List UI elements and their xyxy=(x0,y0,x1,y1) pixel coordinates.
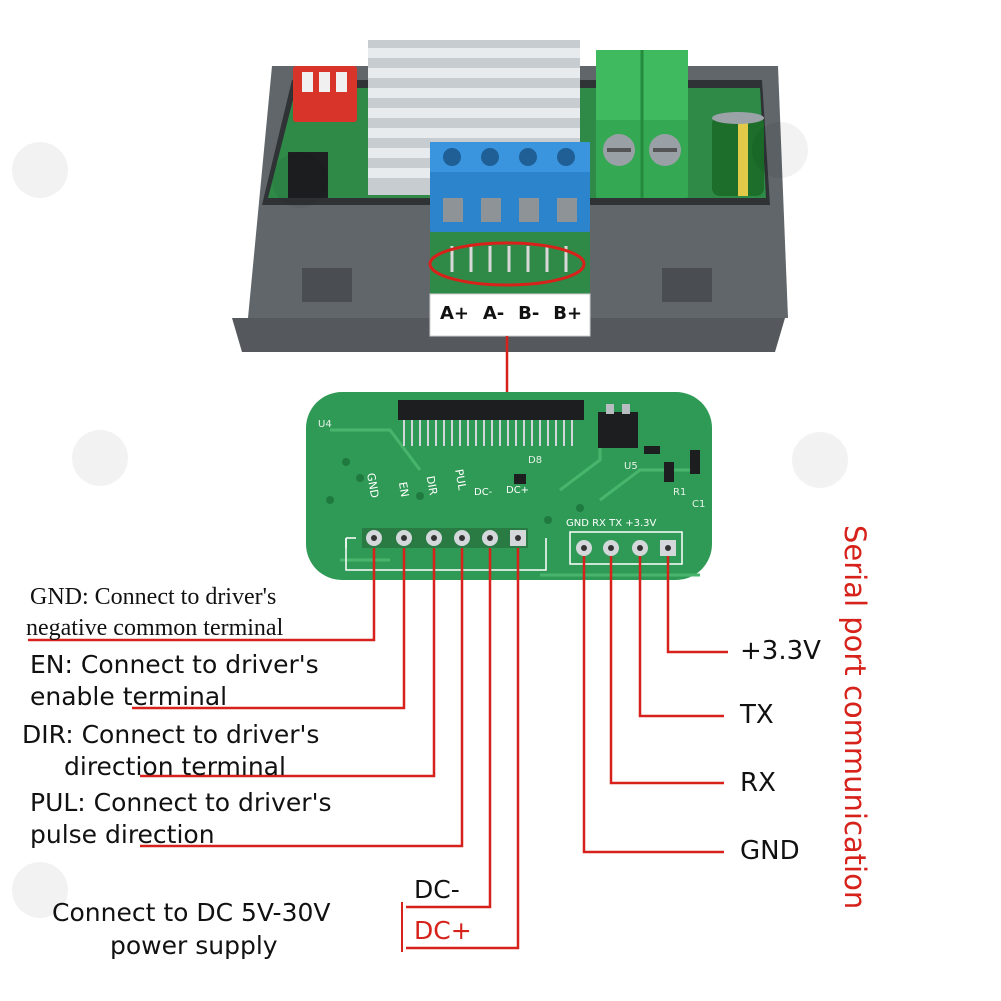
label-a-plus: A+ xyxy=(439,303,469,324)
gnd-description-line1: GND: Connect to driver's xyxy=(30,584,277,610)
silk-d8: D8 xyxy=(528,455,543,466)
silk-c1: C1 xyxy=(692,499,706,510)
silk-dir: DIR xyxy=(423,474,440,497)
en-description-line2: enable terminal xyxy=(30,682,228,711)
label-b-plus: B+ xyxy=(553,303,583,324)
dc-plus-label: DC+ xyxy=(414,916,472,945)
label-b-minus: B- xyxy=(518,303,540,324)
leader-en xyxy=(132,548,406,710)
power-control-header xyxy=(345,528,547,571)
serial-3v3-label: +3.3V xyxy=(740,636,821,666)
leader-rx xyxy=(609,556,724,785)
header-highlight-ellipse xyxy=(428,241,586,287)
gnd-description-line2: negative common terminal xyxy=(26,615,284,641)
leader-pul xyxy=(140,548,464,848)
silk-en: EN xyxy=(395,480,412,499)
dip-key-3 xyxy=(336,72,347,92)
pul-description-line2: pulse direction xyxy=(30,820,215,849)
dc-minus-label: DC- xyxy=(414,875,460,904)
serial-header xyxy=(569,531,683,565)
serial-gnd-label: GND xyxy=(740,836,800,866)
serial-tx-label: TX xyxy=(740,700,774,730)
leader-dcm xyxy=(406,548,492,909)
regulator xyxy=(598,412,638,448)
mount-slot-left xyxy=(302,268,352,302)
leader-gnd xyxy=(28,548,376,642)
motor-terminal-block xyxy=(430,142,590,232)
silk-dc-minus: DC- xyxy=(474,487,493,498)
serial-rx-label: RX xyxy=(740,768,776,798)
mount-slot-right xyxy=(662,268,712,302)
en-description-line1: EN: Connect to driver's xyxy=(30,650,319,679)
silk-u4: U4 xyxy=(318,419,332,430)
terminal-label-plate xyxy=(429,293,591,337)
leader-3v3 xyxy=(666,556,728,654)
label-a-minus: A- xyxy=(482,303,505,324)
silk-pul: PUL xyxy=(452,468,469,491)
dir-description-line1: DIR: Connect to driver's xyxy=(22,720,320,749)
serial-port-vertical-title: Serial port communication xyxy=(838,525,872,910)
leader-lines xyxy=(28,548,728,952)
silk-serial-header: GND RX TX +3.3V xyxy=(566,518,657,529)
module-ic xyxy=(288,152,328,198)
leader-dcp xyxy=(406,548,520,950)
stepper-module xyxy=(232,40,788,352)
main-ic xyxy=(398,400,584,420)
watermark xyxy=(12,122,848,918)
silk-r1: R1 xyxy=(673,487,687,498)
leader-tx xyxy=(638,556,724,718)
pul-description-line1: PUL: Connect to driver's xyxy=(30,788,332,817)
leader-dir xyxy=(140,548,436,778)
dip-key-1 xyxy=(302,72,313,92)
leader-gnd-right xyxy=(582,556,724,854)
dip-key-2 xyxy=(319,72,330,92)
power-description-line1: Connect to DC 5V-30V xyxy=(52,898,331,927)
power-description-line2: power supply xyxy=(110,931,278,960)
silk-dc-plus: DC+ xyxy=(506,485,530,496)
dir-description-line2: direction terminal xyxy=(64,752,286,781)
power-terminal-block xyxy=(596,50,688,198)
silk-u5: U5 xyxy=(624,461,638,472)
capacitor xyxy=(712,112,764,196)
control-pcb xyxy=(306,392,712,580)
motor-terminal-labels: A+ A- B- B+ xyxy=(433,305,589,323)
